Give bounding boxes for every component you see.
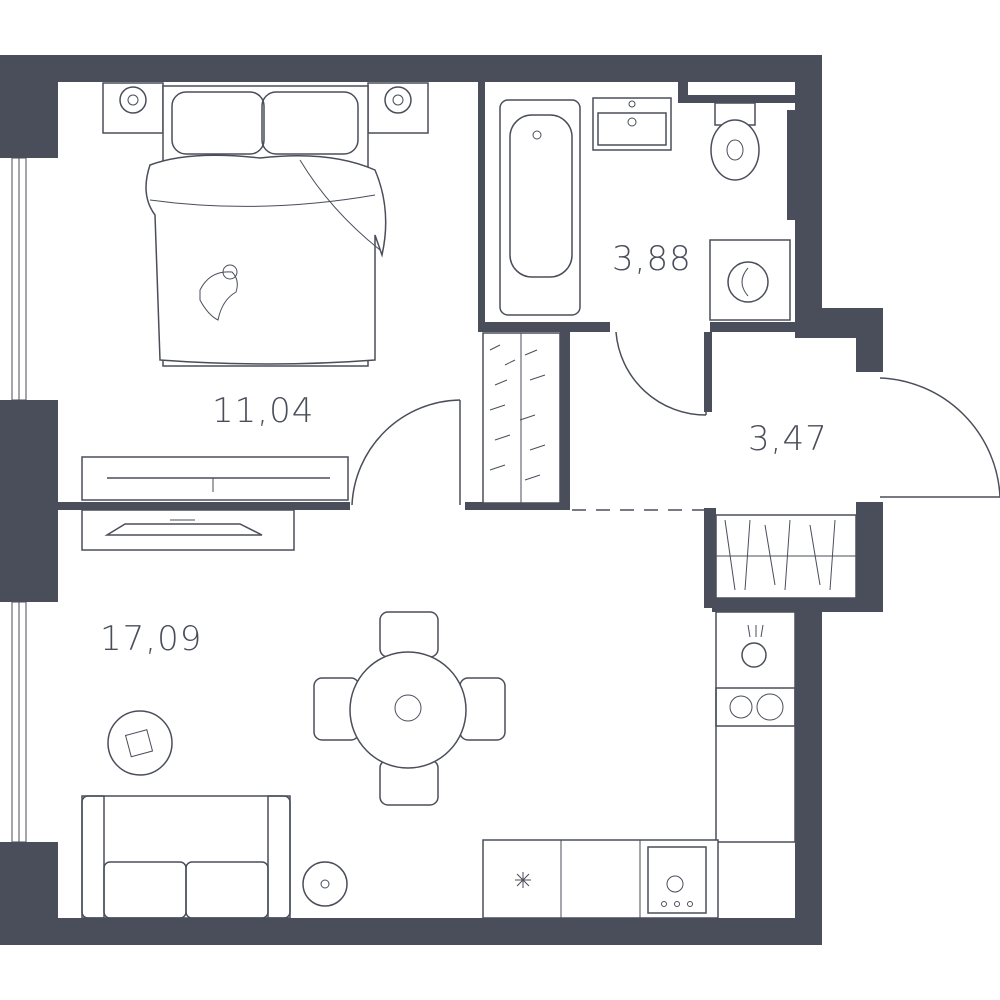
wall-hall-left	[560, 332, 570, 510]
wardrobe-hall	[482, 332, 561, 504]
kitchen-counter-bottom	[482, 839, 719, 919]
oven	[647, 846, 707, 914]
wall-right-door-jamb-bottom	[856, 502, 883, 598]
fridge-icon	[515, 872, 531, 888]
area-hallway: 3,47	[748, 419, 828, 459]
kitchen	[482, 611, 796, 919]
lamp-left-icon	[119, 86, 147, 114]
flower-vase-icon	[394, 694, 422, 722]
wardrobe-entry	[715, 514, 857, 599]
bedroom-door	[351, 399, 461, 506]
wall-right-door-jamb-top	[856, 308, 883, 372]
drain-icon	[532, 130, 542, 140]
area-bedroom: 11,04	[212, 391, 314, 431]
bathroom-fixtures	[499, 97, 791, 321]
wall-bottom	[0, 918, 822, 945]
toilet	[710, 102, 760, 181]
wall-bath-bottom-left	[478, 322, 610, 332]
wall-top	[0, 55, 822, 82]
walls	[0, 55, 883, 945]
lamp-right-icon	[384, 86, 412, 114]
wall-bath-bottom-right	[710, 322, 800, 332]
tv-living	[104, 523, 263, 536]
bedroom-furniture	[81, 82, 429, 501]
side-table	[107, 710, 173, 776]
nightstand-right	[367, 82, 429, 134]
washing-machine	[709, 239, 791, 321]
wall-left-middle	[0, 400, 58, 602]
wall-bath-top-step-h	[678, 95, 798, 103]
living-furniture	[81, 509, 796, 919]
dining-set	[313, 611, 506, 806]
floor-lamp-icon	[302, 861, 348, 907]
pillow-right	[261, 91, 359, 155]
dining-table	[349, 651, 467, 769]
wall-bath-right	[787, 110, 795, 220]
sofa	[81, 795, 291, 919]
wall-hall-right	[704, 332, 712, 412]
nightstand-left	[102, 82, 164, 134]
wall-bedroom-bottom-right	[465, 502, 570, 510]
windows	[11, 157, 27, 843]
duvet	[145, 154, 387, 365]
wall-bedroom-bottom-left	[58, 502, 350, 510]
wall-right-upper	[795, 55, 822, 335]
entrance-door[interactable]	[879, 377, 1000, 498]
bathroom-door	[615, 331, 707, 416]
kitchen-counter-right	[715, 611, 796, 843]
sink	[592, 97, 672, 151]
sink-kitchen-icon	[741, 642, 767, 668]
wall-bath-top-step	[678, 82, 688, 102]
tv-unit	[81, 509, 295, 551]
area-bathroom: 3,88	[612, 239, 692, 279]
pillow-left	[171, 91, 265, 155]
wall-bath-left	[478, 82, 485, 330]
dog-icon	[199, 264, 238, 321]
wall-right-lower	[795, 598, 822, 945]
area-living-kitchen: 17,09	[100, 619, 202, 659]
wall-corridor-post	[704, 508, 716, 608]
bathtub	[499, 99, 581, 316]
cooktop	[715, 687, 796, 727]
